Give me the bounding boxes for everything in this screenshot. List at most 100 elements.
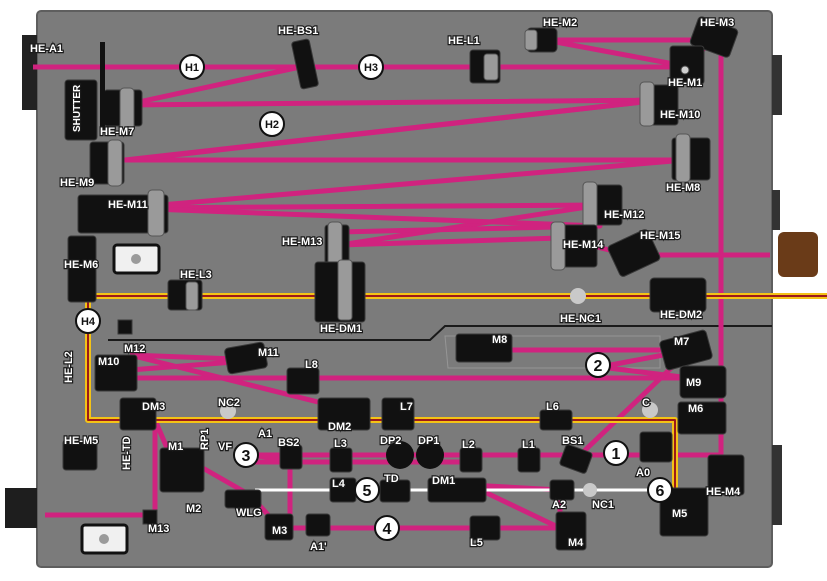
label-m6: M6: [688, 403, 703, 415]
svg-text:H4: H4: [81, 316, 96, 328]
label-dp2: DP2: [380, 435, 401, 447]
label-l7: L7: [400, 401, 413, 413]
label-m4: M4: [568, 537, 584, 549]
label-l1: L1: [522, 439, 535, 451]
label-he-m13: HE-M13: [282, 236, 322, 248]
svg-text:4: 4: [383, 521, 392, 538]
label-shutter: SHUTTER: [72, 84, 83, 132]
marker-h2: H2: [260, 112, 284, 136]
label-l5: L5: [470, 537, 483, 549]
l1-mount: [518, 448, 540, 472]
label-c: C: [642, 397, 650, 409]
shutter-blade: [100, 42, 105, 132]
label-he-m8: HE-M8: [666, 182, 700, 194]
label-a1-prime: A1': [310, 541, 327, 553]
label-rp1: RP1: [199, 429, 211, 450]
label-l2: L2: [462, 439, 475, 451]
label-a1: A1: [258, 428, 272, 440]
label-he-dm1: HE-DM1: [320, 323, 362, 335]
label-he-td: HE-TD: [121, 436, 133, 470]
label-l4: L4: [332, 478, 346, 490]
marker-3: 3: [234, 443, 258, 467]
label-bs1: BS1: [562, 435, 583, 447]
label-nc1: NC1: [592, 499, 614, 511]
label-he-m10: HE-M10: [660, 109, 700, 121]
label-he-l3: HE-L3: [180, 269, 212, 281]
a2-mount: [550, 480, 574, 500]
label-he-m12: HE-M12: [604, 209, 644, 221]
right-connector-bottom: [772, 445, 782, 525]
label-he-nc1: HE-NC1: [560, 313, 601, 325]
label-m8: M8: [492, 334, 507, 346]
svg-text:3: 3: [242, 448, 251, 465]
marker-4: 4: [375, 516, 399, 540]
label-l6: L6: [546, 401, 559, 413]
marker-h3: H3: [359, 55, 383, 79]
marker-h1: H1: [180, 55, 204, 79]
label-he-a1: HE-A1: [30, 43, 63, 55]
he-l1-lens: [484, 54, 498, 80]
label-m10: M10: [98, 356, 119, 368]
label-m13: M13: [148, 523, 169, 535]
fiber-input-connector: [5, 488, 37, 528]
l3-mount: [330, 448, 352, 472]
svg-text:H3: H3: [364, 62, 378, 74]
label-m7: M7: [674, 336, 689, 348]
label-m5: M5: [672, 508, 687, 520]
label-m11: M11: [258, 347, 279, 359]
marker-5: 5: [355, 478, 379, 502]
right-connector-mid: [772, 190, 780, 230]
label-bs2: BS2: [278, 437, 299, 449]
label-wlg: WLG: [236, 507, 262, 519]
label-he-l2: HE-L2: [63, 351, 75, 383]
svg-text:H1: H1: [185, 62, 199, 74]
svg-text:6: 6: [656, 483, 665, 500]
a1-prime-mount: [306, 514, 330, 536]
marker-6: 6: [648, 478, 672, 502]
label-dp1: DP1: [418, 435, 439, 447]
l2-mount: [460, 448, 482, 472]
label-a2: A2: [552, 499, 566, 511]
wlg-mount: [225, 490, 261, 508]
post-1: [118, 320, 132, 334]
l6-mount: [540, 410, 572, 430]
svg-text:H2: H2: [265, 119, 279, 131]
label-he-m2: HE-M2: [543, 17, 577, 29]
he-nc1-optic: [570, 288, 586, 304]
a0-mount: [640, 432, 672, 462]
post-2: [143, 510, 157, 524]
svg-text:5: 5: [363, 483, 372, 500]
l8-mount: [287, 368, 319, 394]
svg-text:2: 2: [594, 358, 603, 375]
label-m9: M9: [686, 377, 701, 389]
label-nc2: NC2: [218, 397, 240, 409]
marker-1: 1: [604, 441, 628, 465]
label-he-m4: HE-M4: [706, 486, 741, 498]
nc1-optic: [583, 483, 597, 497]
label-l8: L8: [305, 359, 318, 371]
label-td: TD: [384, 473, 399, 485]
label-a0: A0: [636, 467, 650, 479]
label-vf: VF: [218, 441, 232, 453]
label-dm2: DM2: [328, 421, 351, 433]
label-he-m1: HE-M1: [668, 77, 702, 89]
label-m2: M2: [186, 503, 201, 515]
label-he-bs1: HE-BS1: [278, 25, 318, 37]
m1-mount: [160, 448, 204, 492]
label-he-m3: HE-M3: [700, 17, 734, 29]
label-dm3: DM3: [142, 401, 165, 413]
label-he-dm2: HE-DM2: [660, 309, 702, 321]
label-m12: M12: [124, 343, 145, 355]
label-he-l1: HE-L1: [448, 35, 480, 47]
label-m3: M3: [272, 525, 287, 537]
label-m1: M1: [168, 441, 183, 453]
label-he-m14: HE-M14: [563, 239, 604, 251]
label-he-m6: HE-M6: [64, 259, 98, 271]
label-l3: L3: [334, 438, 347, 450]
label-he-m11: HE-M11: [108, 199, 148, 211]
label-he-m7: HE-M7: [100, 126, 134, 138]
label-dm1: DM1: [432, 475, 455, 487]
label-he-m9: HE-M9: [60, 177, 94, 189]
